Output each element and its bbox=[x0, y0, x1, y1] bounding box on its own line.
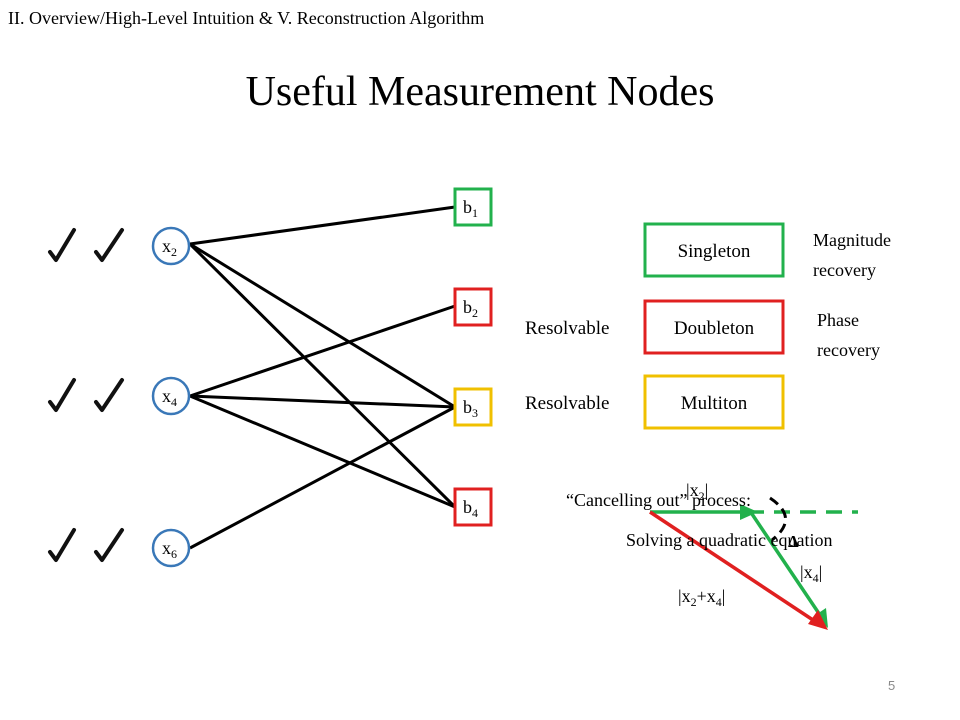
check-node-b1: b1 bbox=[453, 187, 493, 227]
variable-node-x4: x4 bbox=[151, 376, 191, 416]
check-icon bbox=[94, 378, 124, 412]
page-number: 5 bbox=[888, 678, 896, 693]
arrowhead-icon bbox=[808, 610, 828, 630]
variable-node-x6: x6 bbox=[151, 528, 191, 568]
edge-x4-b4 bbox=[189, 394, 456, 509]
vector-sum bbox=[649, 510, 817, 624]
phase-recovery-label: Phase recovery bbox=[817, 310, 880, 360]
svg-text:b1: b1 bbox=[463, 197, 478, 220]
label-sum-magnitude: |x2+x4| bbox=[678, 586, 725, 609]
check-icon bbox=[48, 528, 76, 562]
edge-x4-b3 bbox=[189, 394, 456, 409]
slide-title: Useful Measurement Nodes bbox=[245, 69, 715, 115]
svg-text:x4: x4 bbox=[162, 386, 177, 409]
check-node-b3: b3 bbox=[453, 387, 493, 427]
edge-x6-b3 bbox=[189, 405, 456, 550]
resolvable-label-doubleton: Resolvable bbox=[525, 318, 609, 339]
check-icon bbox=[94, 528, 124, 562]
check-icon bbox=[94, 228, 124, 262]
angle-delta-label: Δ bbox=[788, 532, 799, 551]
check-node-b4: b4 bbox=[453, 487, 493, 527]
cancelling-out-label: “Cancelling out” process: bbox=[566, 490, 751, 510]
check-node-b2: b2 bbox=[453, 287, 493, 327]
svg-text:x6: x6 bbox=[162, 538, 177, 561]
svg-text:Doubleton: Doubleton bbox=[674, 318, 755, 339]
vector-x4 bbox=[750, 513, 824, 619]
svg-text:x2: x2 bbox=[162, 236, 177, 259]
magnitude-recovery-label: Magnitude recovery bbox=[813, 230, 891, 280]
edge-x2-b1 bbox=[189, 205, 456, 246]
singleton-box: Singleton bbox=[643, 222, 785, 278]
svg-text:Singleton: Singleton bbox=[678, 241, 751, 262]
arrowhead-icon bbox=[740, 504, 758, 520]
svg-text:b2: b2 bbox=[463, 297, 478, 320]
doubleton-box: Doubleton bbox=[643, 299, 785, 355]
check-icon bbox=[48, 378, 76, 412]
section-header: II. Overview/High-Level Intuition & V. R… bbox=[8, 8, 485, 28]
svg-text:b4: b4 bbox=[463, 497, 478, 520]
edge-x2-b3 bbox=[189, 242, 456, 409]
check-icon bbox=[48, 228, 76, 262]
svg-text:Multiton: Multiton bbox=[681, 393, 748, 414]
angle-arc bbox=[769, 496, 787, 542]
svg-text:b3: b3 bbox=[463, 397, 478, 420]
vector-diagram bbox=[649, 496, 858, 630]
check-marks bbox=[48, 228, 124, 562]
variable-node-x2: x2 bbox=[151, 226, 191, 266]
edge-x2-b4 bbox=[188, 242, 457, 509]
edge-x4-b2 bbox=[189, 304, 456, 398]
quadratic-equation-label: Solving a quadratic equation bbox=[626, 530, 833, 550]
label-x4-magnitude: |x4| bbox=[800, 562, 822, 585]
multiton-box: Multiton bbox=[643, 374, 785, 430]
edges bbox=[188, 205, 457, 550]
resolvable-label-multiton: Resolvable bbox=[525, 393, 609, 414]
